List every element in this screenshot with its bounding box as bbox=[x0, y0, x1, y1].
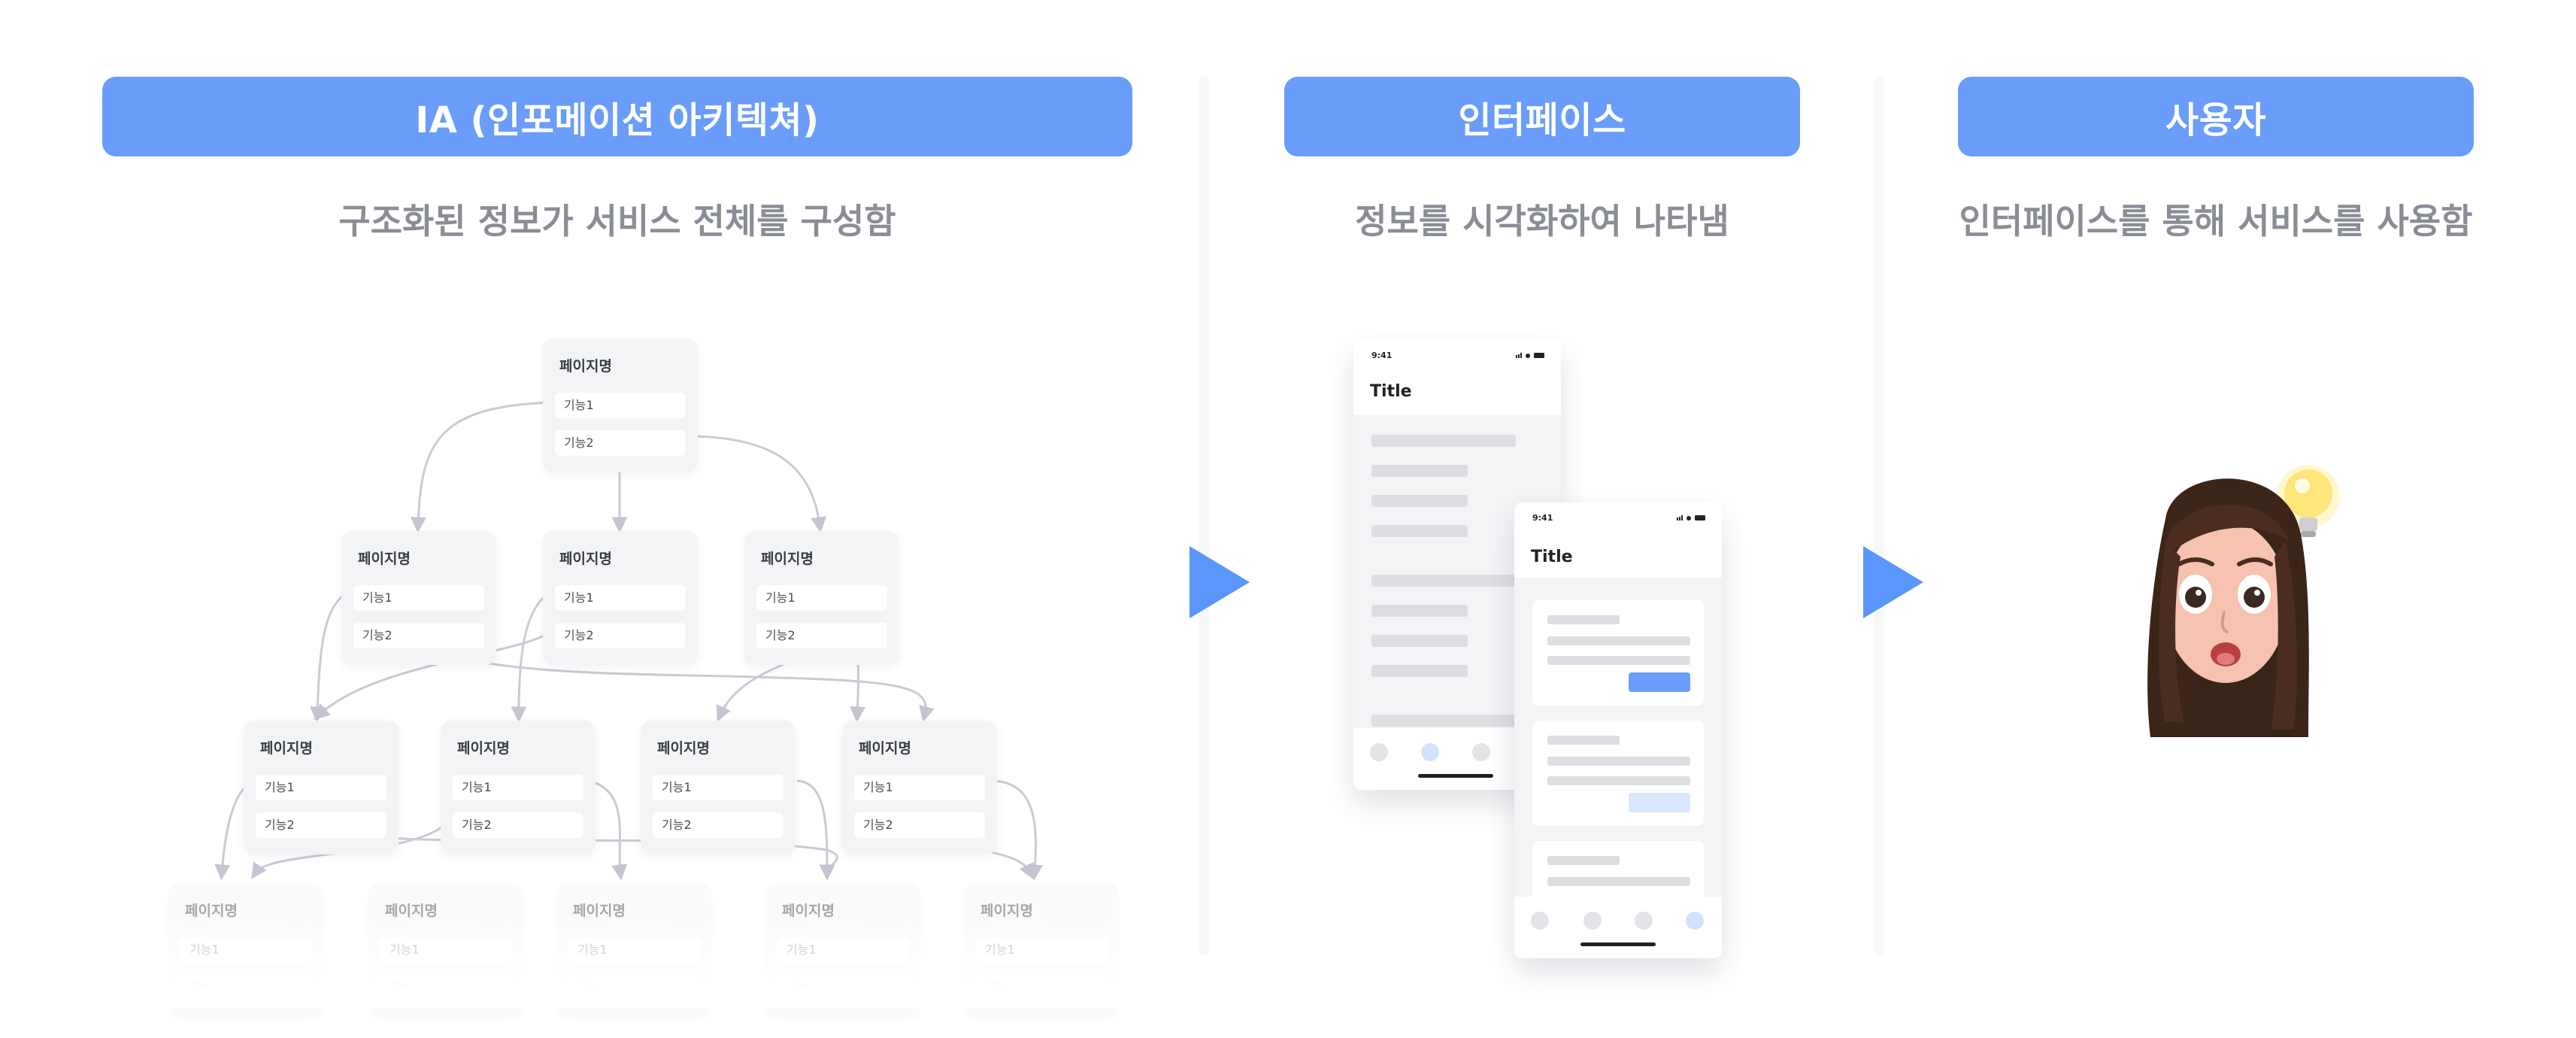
node-feature: 기능2 bbox=[453, 812, 583, 838]
status-time: 9:41 bbox=[1532, 513, 1553, 523]
tab-dot-active bbox=[1686, 912, 1704, 930]
user-title: 사용자 bbox=[2165, 99, 2266, 141]
ia-node: 페이지명 기능1 기능2 bbox=[341, 531, 496, 665]
node-title: 페이지명 bbox=[559, 551, 612, 567]
node-title: 페이지명 bbox=[859, 740, 911, 757]
interface-title: 인터페이스 bbox=[1458, 99, 1626, 141]
user-header: 사용자 bbox=[1958, 77, 2474, 156]
ia-node: 페이지명 기능1 기능2 bbox=[641, 721, 796, 854]
user-subtitle: 인터페이스를 통해 서비스를 사용함 bbox=[1959, 201, 2473, 241]
ia-subtitle: 구조화된 정보가 서비스 전체를 구성함 bbox=[338, 201, 896, 241]
node-title: 페이지명 bbox=[559, 358, 612, 375]
node-title: 페이지명 bbox=[657, 740, 710, 757]
fade-overlay bbox=[150, 918, 1143, 1008]
node-title: 페이지명 bbox=[782, 903, 835, 919]
card-button bbox=[1629, 672, 1690, 692]
node-title: 페이지명 bbox=[980, 903, 1033, 919]
node-feature: 기능2 bbox=[653, 812, 783, 838]
node-title: 페이지명 bbox=[185, 903, 238, 919]
node-feature: 기능1 bbox=[256, 775, 386, 800]
node-feature: 기능2 bbox=[555, 430, 686, 456]
home-indicator bbox=[1580, 942, 1656, 946]
phone-mockup-front: 9:41 Title bbox=[1514, 502, 1722, 958]
node-feature: 기능2 bbox=[756, 623, 887, 648]
status-icons bbox=[1677, 515, 1705, 521]
divider-2 bbox=[1874, 75, 1884, 955]
node-feature: 기능1 bbox=[555, 585, 686, 611]
tab-dot-active bbox=[1421, 743, 1439, 761]
interface-subtitle: 정보를 시각화하여 나타냄 bbox=[1355, 201, 1729, 241]
node-title: 페이지명 bbox=[761, 551, 814, 567]
card-button bbox=[1629, 793, 1690, 812]
ia-title: IA (인포메이션 아키텍쳐) bbox=[415, 99, 820, 141]
flow-arrow-1 bbox=[1190, 546, 1250, 618]
screen-title: Title bbox=[1370, 382, 1412, 401]
ia-header: IA (인포메이션 아키텍쳐) bbox=[102, 77, 1132, 156]
node-feature: 기능2 bbox=[854, 812, 985, 838]
node-title: 페이지명 bbox=[573, 903, 626, 919]
tab-dot bbox=[1531, 912, 1549, 930]
tab-dot bbox=[1370, 743, 1388, 761]
node-feature: 기능2 bbox=[353, 623, 484, 648]
node-feature: 기능1 bbox=[854, 775, 985, 800]
node-title: 페이지명 bbox=[457, 740, 510, 757]
lightbulb-icon bbox=[2277, 465, 2340, 537]
node-feature: 기능1 bbox=[453, 775, 583, 800]
node-title: 페이지명 bbox=[260, 740, 313, 757]
node-feature: 기능1 bbox=[555, 393, 686, 418]
screen-content bbox=[1514, 578, 1722, 909]
status-icons bbox=[1516, 353, 1544, 358]
ia-tree-diagram: 페이지명 기능1 기능2 페이지명 기능1 기능2 페이지명 기능1 기능2 페… bbox=[150, 331, 1143, 1017]
node-title: 페이지명 bbox=[358, 551, 411, 567]
ia-node: 페이지명 기능1 기능2 bbox=[842, 721, 997, 854]
divider-1 bbox=[1199, 75, 1209, 955]
user-memoji-illustration bbox=[2147, 465, 2340, 737]
ia-node: 페이지명 기능1 기능2 bbox=[244, 721, 399, 854]
node-title: 페이지명 bbox=[385, 903, 438, 919]
interface-header: 인터페이스 bbox=[1284, 77, 1800, 156]
tab-dot bbox=[1635, 912, 1653, 930]
home-indicator bbox=[1418, 774, 1493, 778]
tab-dot bbox=[1583, 912, 1602, 930]
tab-bar bbox=[1514, 897, 1722, 958]
screen-title: Title bbox=[1531, 548, 1573, 566]
ia-node: 페이지명 기능1 기능2 bbox=[744, 531, 899, 665]
flow-arrow-2 bbox=[1863, 546, 1923, 618]
content-card bbox=[1532, 721, 1704, 826]
ia-node: 페이지명 기능1 기능2 bbox=[441, 721, 596, 854]
node-feature: 기능1 bbox=[756, 585, 887, 611]
tab-dot bbox=[1472, 743, 1490, 761]
status-time: 9:41 bbox=[1371, 351, 1393, 360]
node-feature: 기능1 bbox=[353, 585, 484, 611]
content-card bbox=[1532, 600, 1704, 706]
node-feature: 기능2 bbox=[555, 623, 686, 648]
ia-node: 페이지명 기능1 기능2 bbox=[543, 338, 698, 472]
ia-node: 페이지명 기능1 기능2 bbox=[543, 531, 698, 665]
node-feature: 기능2 bbox=[256, 812, 386, 838]
node-feature: 기능1 bbox=[653, 775, 783, 800]
